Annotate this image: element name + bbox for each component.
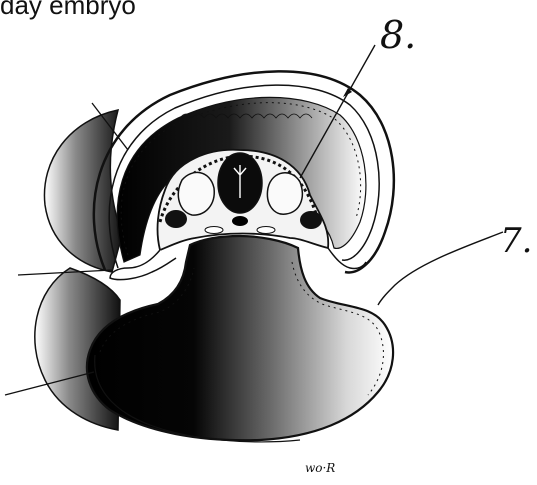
vessel-left	[205, 227, 223, 234]
notochord	[232, 216, 248, 226]
somite-right	[267, 173, 302, 214]
dorsal-aorta-right	[300, 211, 322, 229]
somite-left	[178, 172, 214, 215]
vessel-right	[257, 227, 275, 234]
lateral-fold-left	[110, 250, 176, 280]
dorsal-aorta-left	[165, 210, 187, 228]
leader-line-7	[378, 232, 503, 305]
label-7: 7.	[500, 221, 532, 261]
label-8: 8.	[380, 13, 416, 57]
caption-text: day embryo	[0, 0, 136, 21]
artist-signature: wo·R	[305, 461, 335, 475]
outer-shadow-upper	[44, 110, 122, 272]
